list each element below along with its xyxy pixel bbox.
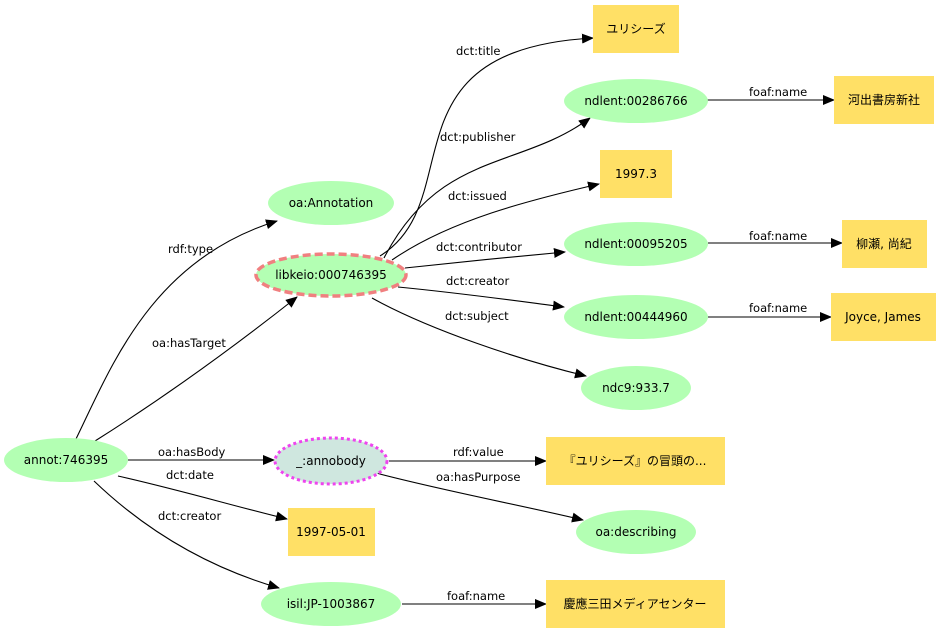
edge-label-title: dct:title [456,44,501,58]
node-label-issued: 1997.3 [615,167,657,181]
edge-creator-annot [93,480,280,590]
edge-contributor [404,248,566,269]
node-subject: ndc9:933.7 [581,366,691,410]
node-title: ユリシーズ [593,5,679,53]
node-date: 1997-05-01 [288,508,375,556]
node-label-isil-name: 慶應三田メディアセンター [564,596,707,611]
node-creator: ndlent:00444960 [564,295,708,339]
node-label-oa-annotation: oa:Annotation [289,196,374,210]
node-annot: annot:746395 [4,438,128,482]
node-oa-annotation: oa:Annotation [268,181,394,225]
node-label-annobody: _:annobody [295,454,366,468]
node-annobody: _:annobody [273,436,389,486]
node-publisher-name: 河出書房新社 [834,76,934,124]
node-libkeio: libkeio:000746395 [254,252,408,298]
node-contributor-name: 柳瀬, 尚紀 [842,220,927,268]
edge-label-creator-book: dct:creator [446,274,509,288]
edge-rdf-type [74,219,278,442]
node-publisher: ndlent:00286766 [564,79,708,123]
node-contributor: ndlent:00095205 [564,222,708,266]
edge-creator-book [397,286,565,311]
edge-label-rdf-type: rdf:type [168,242,213,256]
edge-label-has-body: oa:hasBody [158,445,226,459]
node-label-contributor: ndlent:00095205 [584,237,687,251]
node-label-annot: annot:746395 [24,453,108,467]
node-label-date: 1997-05-01 [296,525,366,539]
node-label-value: 『ユリシーズ』の冒頭の... [564,453,707,468]
edge-has-target [94,296,298,442]
node-label-creator: ndlent:00444960 [584,310,687,324]
edge-label-has-target: oa:hasTarget [152,336,226,350]
node-label-publisher-name: 河出書房新社 [848,92,920,107]
node-label-title: ユリシーズ [606,21,665,36]
edge-label-name-creator: foaf:name [749,301,807,315]
edge-purpose [375,472,584,523]
node-isil-name: 慶應三田メディアセンター [546,580,725,628]
node-label-subject: ndc9:933.7 [602,381,670,395]
node-purpose: oa:describing [576,510,696,554]
edge-publisher [383,117,591,259]
edge-label-publisher: dct:publisher [440,130,516,144]
edge-issued [391,181,600,261]
edge-label-name-contributor: foaf:name [749,229,807,243]
node-label-purpose: oa:describing [595,525,676,539]
edge-label-purpose: oa:hasPurpose [436,470,520,484]
edge-label-name-publisher: foaf:name [749,85,807,99]
node-label-libkeio: libkeio:000746395 [275,268,387,282]
edge-title [379,33,594,257]
node-creator-name: Joyce, James [831,293,936,341]
edge-label-subject: dct:subject [445,309,509,323]
node-label-isil: isil:JP-1003867 [287,597,376,611]
edge-date [117,475,288,522]
edge-label-value: rdf:value [453,445,504,459]
node-issued: 1997.3 [600,150,672,198]
edge-label-creator-annot: dct:creator [158,509,221,523]
edge-label-issued: dct:issued [448,189,507,203]
node-label-contributor-name: 柳瀬, 尚紀 [856,237,912,251]
edge-label-contributor: dct:contributor [436,240,522,254]
node-label-creator-name: Joyce, James [844,310,921,324]
node-value: 『ユリシーズ』の冒頭の... [546,437,725,485]
edge-subject [371,297,587,379]
node-isil: isil:JP-1003867 [261,582,401,626]
edge-label-date: dct:date [166,468,214,482]
edge-label-name-isil: foaf:name [447,589,505,603]
node-label-publisher: ndlent:00286766 [584,94,687,108]
